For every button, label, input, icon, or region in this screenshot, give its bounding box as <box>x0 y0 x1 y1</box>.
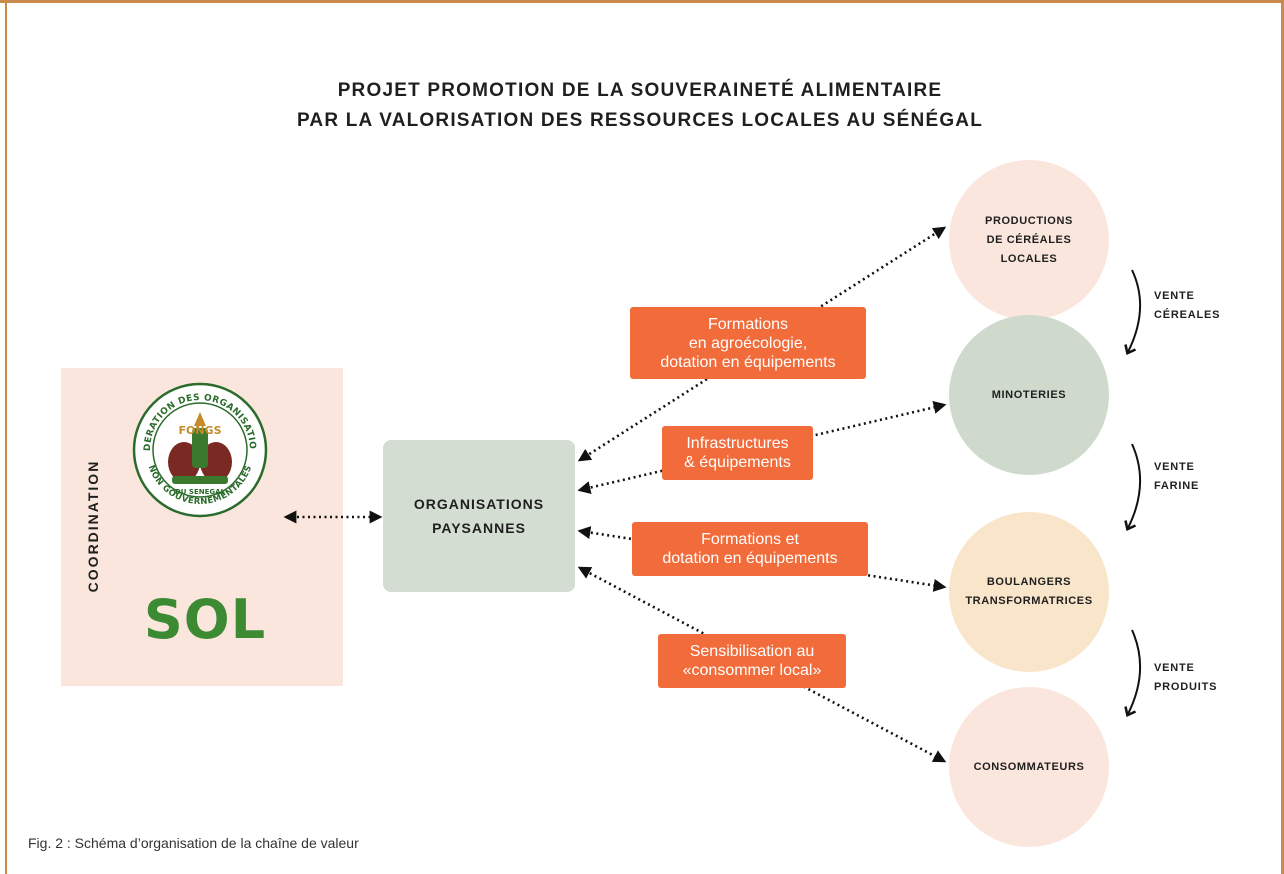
frame-top-border <box>0 0 1284 3</box>
chain-1-line-2: DE CÉRÉALES <box>986 233 1072 246</box>
frame-left-border <box>5 0 7 874</box>
central-node-line-2: PAYSANNES <box>432 520 526 536</box>
chain-2-line-1: MINOTERIES <box>991 388 1067 401</box>
fongs-logo: FEDERATION DES ORGANISATIONS NON GOUVERN… <box>132 382 268 518</box>
chain-4-line-1: CONSOMMATEURS <box>973 760 1085 773</box>
action-formations-dotation: Formations et dotation en équipements <box>632 522 868 576</box>
chain-1-line-3: LOCALES <box>1000 252 1058 265</box>
action-2-line-2: & équipements <box>684 454 791 471</box>
fongs-wordmark: FONGS <box>178 424 221 437</box>
fongs-inner-text: DU SENEGAL <box>175 488 226 496</box>
flow-arrow-cereales <box>1124 269 1141 356</box>
organisations-paysannes-node: ORGANISATIONS PAYSANNES <box>383 440 575 592</box>
sol-wordmark: SOL <box>144 588 266 644</box>
chain-node-boulangers: BOULANGERS TRANSFORMATRICES <box>949 512 1109 672</box>
action-4-line-2: «consommer local» <box>682 662 822 679</box>
central-node-line-1: ORGANISATIONS <box>413 496 545 512</box>
connector-op-minoteries <box>577 401 947 494</box>
flow-label-produits: VENTE PRODUITS <box>1154 659 1217 697</box>
title-line-1: PROJET PROMOTION DE LA SOUVERAINETÉ ALIM… <box>337 80 943 101</box>
action-infrastructures: Infrastructures & équipements <box>662 426 813 480</box>
chain-3-line-2: TRANSFORMATRICES <box>965 595 1093 607</box>
chain-node-productions: PRODUCTIONS DE CÉRÉALES LOCALES <box>949 160 1109 320</box>
chain-node-consommateurs: CONSOMMATEURS <box>949 687 1109 847</box>
flow-2-line-1: VENTE <box>1154 461 1195 473</box>
action-4-line-1: Sensibilisation au <box>689 643 815 660</box>
flow-arrow-produits <box>1124 629 1141 718</box>
action-3-line-2: dotation en équipements <box>662 550 838 567</box>
chain-node-minoteries: MINOTERIES <box>949 315 1109 475</box>
sol-logo: SOL <box>144 588 266 644</box>
flow-3-line-1: VENTE <box>1154 662 1195 674</box>
flow-label-cereales: VENTE CÉREALES <box>1154 287 1220 325</box>
action-1-line-2: en agroécologie, <box>688 334 808 352</box>
figure-caption: Fig. 2 : Schéma d’organisation de la cha… <box>28 835 359 851</box>
action-1-line-3: dotation en équipements <box>660 353 836 371</box>
flow-1-line-2: CÉREALES <box>1154 309 1221 321</box>
chain-3-line-1: BOULANGERS <box>986 576 1072 588</box>
flow-1-line-1: VENTE <box>1154 290 1195 302</box>
action-sensibilisation: Sensibilisation au «consommer local» <box>658 634 846 688</box>
flow-label-farine: VENTE FARINE <box>1154 458 1199 496</box>
frame-right-border <box>1281 0 1284 874</box>
title-line-2: PAR LA VALORISATION DES RESSOURCES LOCAL… <box>296 110 984 131</box>
diagram-title: PROJET PROMOTION DE LA SOUVERAINETÉ ALIM… <box>240 76 1040 136</box>
flow-arrow-farine <box>1124 443 1141 532</box>
action-1-line-1: Formations <box>707 315 789 333</box>
flow-2-line-2: FARINE <box>1154 480 1200 492</box>
action-formations-agroecologie: Formations en agroécologie, dotation en … <box>630 307 866 379</box>
action-2-line-1: Infrastructures <box>686 435 789 452</box>
chain-1-line-1: PRODUCTIONS <box>985 214 1073 227</box>
flow-3-line-2: PRODUITS <box>1154 681 1218 693</box>
action-3-line-1: Formations et <box>701 531 799 548</box>
